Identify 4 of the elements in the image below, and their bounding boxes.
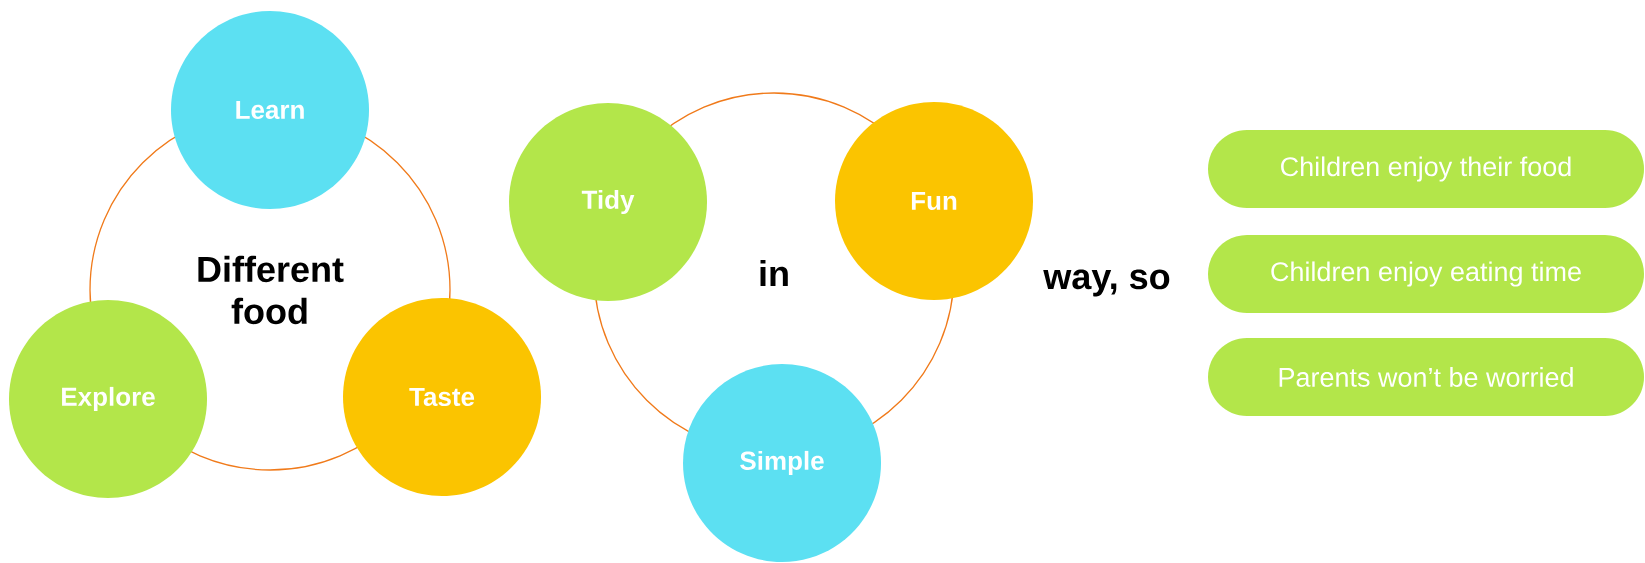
rounded-box: Children enjoy eating time <box>1208 235 1644 313</box>
rounded-box: Children enjoy their food <box>1208 130 1644 208</box>
rounded-box: Parents won’t be worried <box>1208 338 1644 416</box>
label-text: way, so <box>1043 269 1170 297</box>
